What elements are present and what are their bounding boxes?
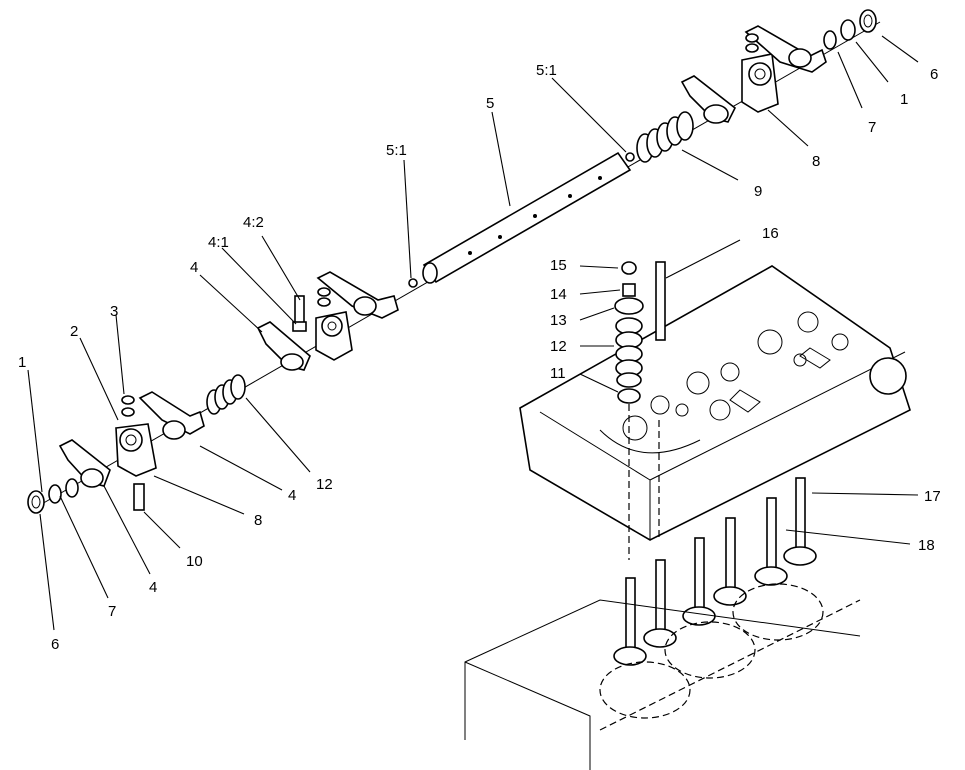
- washer-middle-1: [317, 297, 331, 307]
- engine-block: [464, 583, 861, 770]
- callout-8-right: 8: [812, 153, 820, 170]
- callout-1-left: 1: [18, 354, 26, 371]
- retaining-ring-left: [27, 490, 45, 514]
- callout-5-1-left: 5:1: [386, 142, 407, 159]
- rocker-arm-right-upper: [744, 25, 827, 73]
- callout-4-mid: 4: [288, 487, 296, 504]
- washer-left-2: [121, 395, 135, 405]
- callout-1-right: 1: [900, 91, 908, 108]
- shaft-plug-right: [625, 152, 635, 162]
- washer-right: [840, 19, 856, 41]
- callout-14: 14: [550, 286, 567, 303]
- cylinder-head: [519, 265, 911, 541]
- washer-left: [65, 478, 79, 498]
- spring-washer-right: [823, 30, 837, 50]
- cylinder-head-stud: [655, 261, 666, 341]
- callout-12-valve: 12: [550, 338, 567, 355]
- callout-7-right: 7: [868, 119, 876, 136]
- callout-15: 15: [550, 257, 567, 274]
- callout-8-left: 8: [254, 512, 262, 529]
- rocker-bracket-right: [741, 53, 779, 113]
- valve-4: [713, 517, 747, 606]
- valves: [613, 477, 817, 666]
- spacer-spring-right: [636, 111, 694, 163]
- callout-7-left: 7: [108, 603, 116, 620]
- washer-right-2: [745, 33, 759, 43]
- callout-2: 2: [70, 323, 78, 340]
- callout-5: 5: [486, 95, 494, 112]
- callout-18: 18: [918, 537, 935, 554]
- callout-6-right: 6: [930, 66, 938, 83]
- washer-middle-2: [317, 287, 331, 297]
- callout-12-spring: 12: [316, 476, 333, 493]
- bracket-bolt: [133, 483, 145, 511]
- valve-2: [643, 559, 677, 648]
- callout-5-1-right: 5:1: [536, 62, 557, 79]
- callout-labels: 1 2 3 4 4:1 4:2 5:1 5 5:1 6 1 7 8 9 16 1…: [18, 62, 941, 653]
- washer-right-1: [745, 43, 759, 53]
- valve-spring-stack: [614, 261, 644, 404]
- rocker-shaft-assembly: [27, 9, 881, 514]
- rocker-arm-middle-upper: [316, 271, 399, 319]
- valve-6: [783, 477, 817, 566]
- callout-4-2: 4:2: [243, 214, 264, 231]
- callout-9: 9: [754, 183, 762, 200]
- callout-6-left: 6: [51, 636, 59, 653]
- washer-left-1: [121, 407, 135, 417]
- rocker-arm-middle-lower: [256, 321, 311, 371]
- rocker-arm-left-upper: [138, 391, 205, 440]
- leader-lines: [27, 35, 919, 631]
- callout-3: 3: [110, 303, 118, 320]
- callout-4-lower: 4: [149, 579, 157, 596]
- callout-11: 11: [550, 365, 566, 382]
- callout-10: 10: [186, 553, 203, 570]
- lock-nut: [292, 321, 307, 332]
- rocker-bracket-middle: [315, 311, 353, 361]
- callout-13: 13: [550, 312, 567, 329]
- rocker-bracket-left: [115, 423, 157, 477]
- callout-4-1: 4:1: [208, 234, 229, 251]
- spacer-spring-left: [206, 374, 246, 415]
- retaining-ring-right: [859, 9, 877, 33]
- rocker-arm-right-lower: [680, 75, 737, 124]
- rocker-arm-left-lower: [58, 439, 111, 488]
- shaft-plug-left: [408, 278, 418, 288]
- spring-washer-left: [48, 484, 62, 504]
- rocker-shaft: [422, 151, 632, 284]
- valve-1: [613, 577, 647, 666]
- valve-5: [754, 497, 788, 586]
- callout-16: 16: [762, 225, 779, 242]
- callout-4-upper: 4: [190, 259, 198, 276]
- callout-17: 17: [924, 488, 941, 505]
